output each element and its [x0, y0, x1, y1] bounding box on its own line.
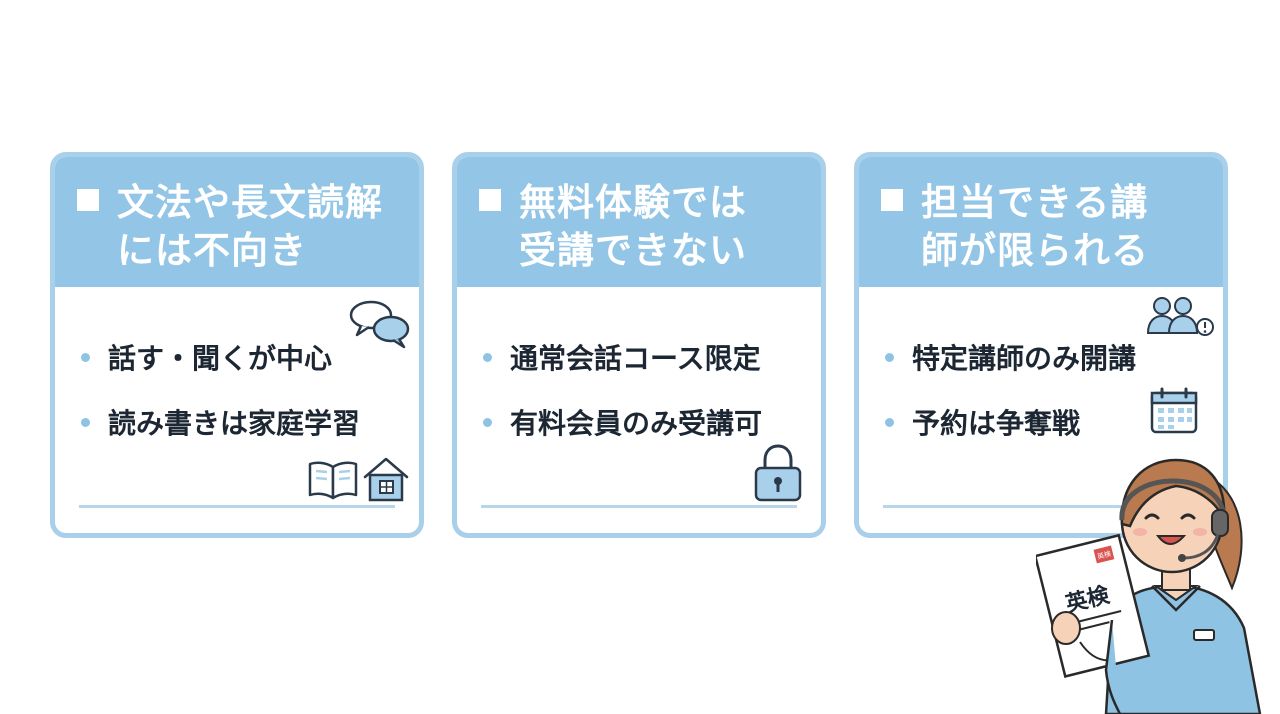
bullet-dot-icon: [885, 417, 894, 427]
list-item: 通常会話コース限定: [483, 337, 761, 377]
list-item: 予約は争奪戦: [885, 402, 1080, 442]
people-alert-icon: [1146, 297, 1214, 336]
bullet-dot-icon: [81, 352, 90, 362]
divider: [883, 505, 1199, 508]
open-book-icon: [308, 461, 358, 500]
square-bullet-icon: [77, 189, 99, 211]
list-item: 読み書きは家庭学習: [81, 402, 360, 442]
info-card-trial: 無料体験では 受講できない 通常会話コース限定 有料会員のみ受講可: [452, 152, 826, 538]
square-bullet-icon: [479, 189, 501, 211]
card-title: 担当できる講 師が限られる: [921, 181, 1149, 272]
divider: [481, 505, 797, 508]
list-item: 特定講師のみ開講: [885, 337, 1136, 377]
card-body: 特定講師のみ開講 予約は争奪戦: [859, 287, 1223, 533]
support-woman-illustration: 英検 英検: [1036, 458, 1262, 714]
list-item: 有料会員のみ受講可: [483, 402, 762, 442]
card-body: 話す・聞くが中心 読み書きは家庭学習: [55, 287, 419, 533]
bullet-dot-icon: [483, 352, 492, 362]
calendar-icon: [1150, 387, 1198, 434]
square-bullet-icon: [881, 189, 903, 211]
card-header: 担当できる講 師が限られる: [859, 157, 1223, 287]
chat-bubbles-icon: [349, 300, 410, 349]
bullet-dot-icon: [885, 352, 894, 362]
divider: [79, 505, 395, 508]
bullet-dot-icon: [81, 417, 90, 427]
card-title: 文法や長文読解 には不向き: [117, 181, 383, 272]
card-title: 無料体験では 受講できない: [519, 181, 747, 272]
padlock-icon: [754, 444, 802, 502]
list-item: 話す・聞くが中心: [81, 337, 332, 377]
info-card-grammar: 文法や長文読解 には不向き 話す・聞くが中心 読み書きは家庭学習: [50, 152, 424, 538]
document-stamp: 英検: [1096, 549, 1112, 561]
card-body: 通常会話コース限定 有料会員のみ受講可: [457, 287, 821, 533]
bullet-dot-icon: [483, 417, 492, 427]
card-header: 無料体験では 受講できない: [457, 157, 821, 287]
info-card-teachers: 担当できる講 師が限られる 特定講師のみ開講 予約は争奪戦: [854, 152, 1228, 538]
card-header: 文法や長文読解 には不向き: [55, 157, 419, 287]
house-icon: [363, 457, 409, 502]
